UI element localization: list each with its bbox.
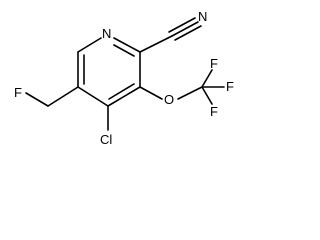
bond-n1-c2 bbox=[113, 37, 141, 53]
pyridine-ring bbox=[77, 37, 141, 107]
bond-c5-ch2 bbox=[47, 86, 79, 107]
bond-triple-1 bbox=[171, 21, 199, 37]
atom-fluoromethyl-fluorine: F bbox=[14, 85, 22, 100]
atom-ring-nitrogen: N bbox=[102, 26, 111, 41]
bond-c3-c4-double bbox=[108, 83, 135, 100]
trifluoromethoxy-group bbox=[139, 69, 225, 105]
atom-cf3-fluorine-right: F bbox=[226, 79, 234, 94]
bond-triple-3 bbox=[174, 25, 202, 41]
bond-o-cf3 bbox=[177, 86, 203, 100]
bond-c4-c5 bbox=[77, 86, 109, 107]
bond-cf3-f-top bbox=[201, 69, 213, 88]
nitrile-group bbox=[139, 17, 202, 53]
bond-c2-nitrile-carbon bbox=[139, 35, 173, 53]
bond-cf3-f-bottom bbox=[201, 86, 213, 105]
atom-chlorine: Cl bbox=[100, 132, 112, 147]
atom-cf3-fluorine-bottom: F bbox=[210, 104, 218, 119]
atom-nitrile-nitrogen: N bbox=[198, 9, 207, 24]
chemical-structure: N N F Cl O F F F bbox=[14, 9, 234, 147]
bond-c3-c4 bbox=[107, 86, 141, 107]
bond-n1-c2-double bbox=[113, 44, 135, 57]
bond-triple-2 bbox=[168, 17, 196, 33]
bond-ch2-f bbox=[25, 92, 49, 107]
atom-cf3-fluorine-top: F bbox=[210, 56, 218, 71]
atom-ether-oxygen: O bbox=[164, 92, 174, 107]
fluoromethyl-group bbox=[25, 86, 79, 107]
bond-c3-o bbox=[139, 86, 163, 100]
bond-c6-n1 bbox=[77, 37, 102, 53]
